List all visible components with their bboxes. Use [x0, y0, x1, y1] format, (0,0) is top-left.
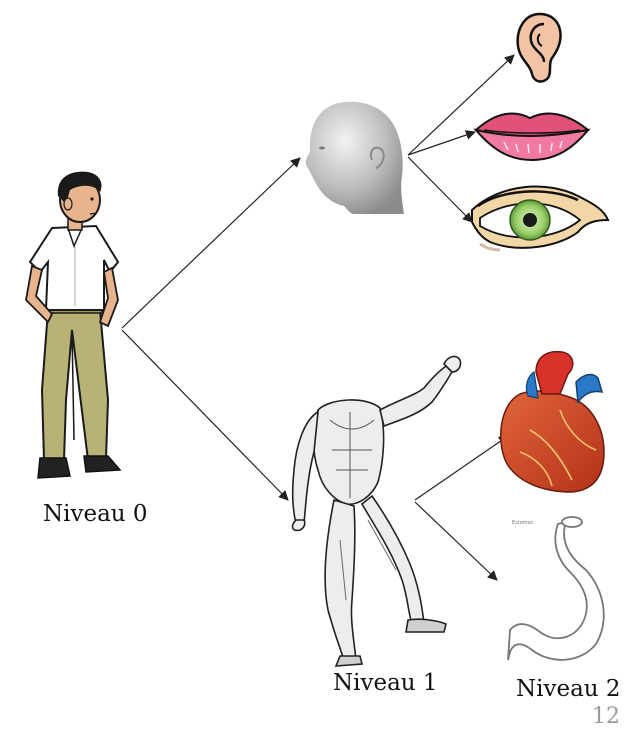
arrow-person-to-head	[122, 158, 300, 328]
arrow-person-to-body	[122, 330, 288, 500]
arrow-head-to-mouth	[408, 132, 475, 155]
ear-icon	[518, 14, 561, 81]
lips-icon	[476, 114, 588, 160]
muscular-body-illustration	[293, 357, 461, 666]
head-profile-illustration	[306, 102, 404, 214]
page-number: 12	[592, 706, 620, 728]
level-2-label: Niveau 2	[516, 678, 621, 701]
stomach-tiny-label: Estomac	[512, 520, 534, 526]
level-0-label: Niveau 0	[43, 503, 148, 526]
person-illustration	[26, 172, 120, 478]
level-1-label: Niveau 1	[333, 672, 438, 695]
arrow-body-to-stomach	[415, 502, 497, 580]
arrow-head-to-eye	[408, 157, 472, 222]
stomach-outline-icon: Estomac	[508, 517, 604, 660]
eye-icon	[472, 187, 608, 250]
heart-icon	[501, 352, 604, 492]
arrow-body-to-heart	[415, 436, 508, 500]
